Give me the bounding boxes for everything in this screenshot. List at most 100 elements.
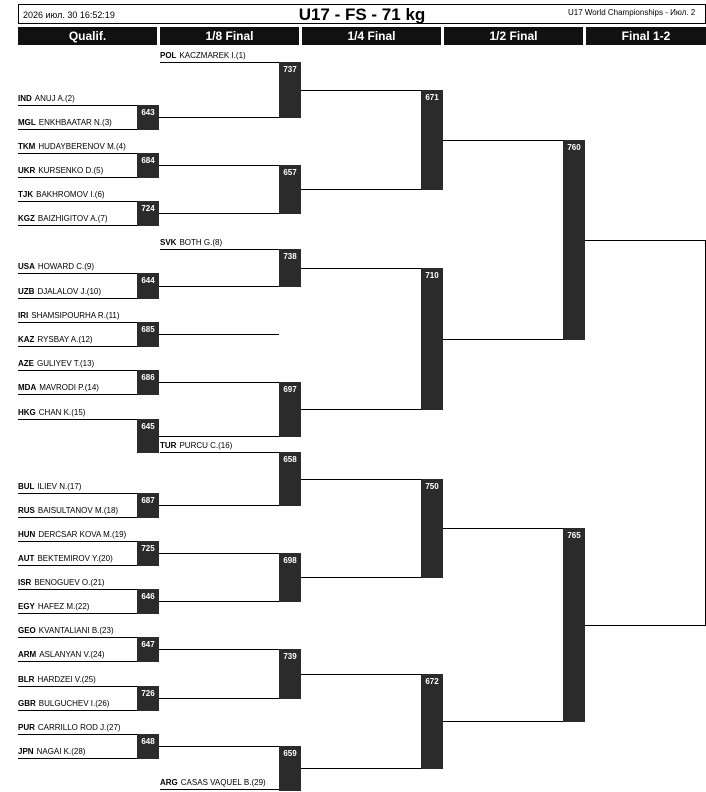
r16-bout-4[interactable]: 658: [279, 452, 301, 506]
bracket-line: [301, 409, 421, 410]
athlete-country: UZB: [18, 287, 35, 296]
athlete-line: [18, 177, 137, 178]
athlete-line: [18, 710, 137, 711]
bracket-line: [301, 768, 421, 769]
qualif-bout-1[interactable]: 684: [137, 153, 159, 178]
athlete-name: KVANTALIANI B.(23): [38, 626, 114, 635]
athlete-country: GBR: [18, 699, 36, 708]
qualif-bout-6[interactable]: 645: [137, 419, 159, 453]
athlete-country: SVK: [160, 238, 177, 247]
qualif-bout-12[interactable]: 648: [137, 734, 159, 759]
sf-bout-0[interactable]: 760: [563, 140, 585, 340]
athlete-name: BAIZHIGITOV A.(7): [37, 214, 108, 223]
athlete-name: KACZMAREK I.(1): [179, 51, 246, 60]
qualif-bout-2[interactable]: 724: [137, 201, 159, 226]
athlete-name: PURCU C.(16): [179, 441, 233, 450]
athlete-country: GEO: [18, 626, 36, 635]
athlete-name: BEKTEMIROV Y.(20): [37, 554, 113, 563]
qf-bout-3[interactable]: 672: [421, 674, 443, 769]
bracket-line: [159, 382, 279, 383]
qf-bout-1[interactable]: 710: [421, 268, 443, 410]
athlete-name: CASAS VAQUEL B.(29): [180, 778, 266, 787]
qualif-bout-0[interactable]: 643: [137, 105, 159, 130]
athlete-country: POL: [160, 51, 177, 60]
athlete-name: CARRILLO ROD J.(27): [37, 723, 121, 732]
athlete-line: [18, 613, 137, 614]
r16-bout-5[interactable]: 698: [279, 553, 301, 602]
athlete-country: USA: [18, 262, 35, 271]
athlete-name: BOTH G.(8): [179, 238, 223, 247]
header-bar: 2026 июл. 30 16:52:19 U17 - FS - 71 kg U…: [18, 4, 706, 24]
athlete-line: [18, 589, 137, 590]
athlete-name: ASLANYAN V.(24): [39, 650, 105, 659]
athlete-line: [18, 517, 137, 518]
athlete-country: ARG: [160, 778, 178, 787]
r16-bout-3[interactable]: 697: [279, 382, 301, 437]
qualif-bout-4[interactable]: 685: [137, 322, 159, 347]
qualif-bout-5[interactable]: 686: [137, 370, 159, 395]
athlete-country: MDA: [18, 383, 37, 392]
athlete-line: [18, 394, 137, 395]
qualif-bout-8[interactable]: 725: [137, 541, 159, 566]
bracket-line: [159, 334, 279, 335]
athlete-line: [18, 734, 137, 735]
r16-bout-6[interactable]: 739: [279, 649, 301, 699]
r16-bout-0[interactable]: 737: [279, 62, 301, 118]
athlete-line: [18, 129, 137, 130]
qualif-bout-11[interactable]: 726: [137, 686, 159, 711]
athlete-line: [18, 346, 137, 347]
sf-bout-1[interactable]: 765: [563, 528, 585, 722]
r16-bout-7[interactable]: 659: [279, 746, 301, 791]
athlete-country: RUS: [18, 506, 35, 515]
print-datetime: 2026 июл. 30 16:52:19: [23, 10, 115, 20]
qualif-bout-3[interactable]: 644: [137, 273, 159, 299]
athlete-line: [160, 789, 279, 790]
qualif-bout-9[interactable]: 646: [137, 589, 159, 614]
round-header-1-4-final: 1/4 Final: [302, 27, 441, 45]
r16-bout-2[interactable]: 738: [279, 249, 301, 287]
athlete-country: MGL: [18, 118, 36, 127]
athlete-country: TKM: [18, 142, 36, 151]
qf-bout-2[interactable]: 750: [421, 479, 443, 578]
athlete-line: [18, 225, 137, 226]
qualif-bout-10[interactable]: 647: [137, 637, 159, 662]
bracket-line: [301, 189, 421, 190]
athlete-name: GULIYEV T.(13): [37, 359, 95, 368]
qualif-bout-7[interactable]: 687: [137, 493, 159, 518]
bracket-line: [443, 528, 563, 529]
r16-bout-1[interactable]: 657: [279, 165, 301, 214]
athlete-name: BAKHROMOV I.(6): [36, 190, 105, 199]
round-header-qualif: Qualif.: [18, 27, 157, 45]
qf-bout-0[interactable]: 671: [421, 90, 443, 190]
athlete-country: AUT: [18, 554, 35, 563]
